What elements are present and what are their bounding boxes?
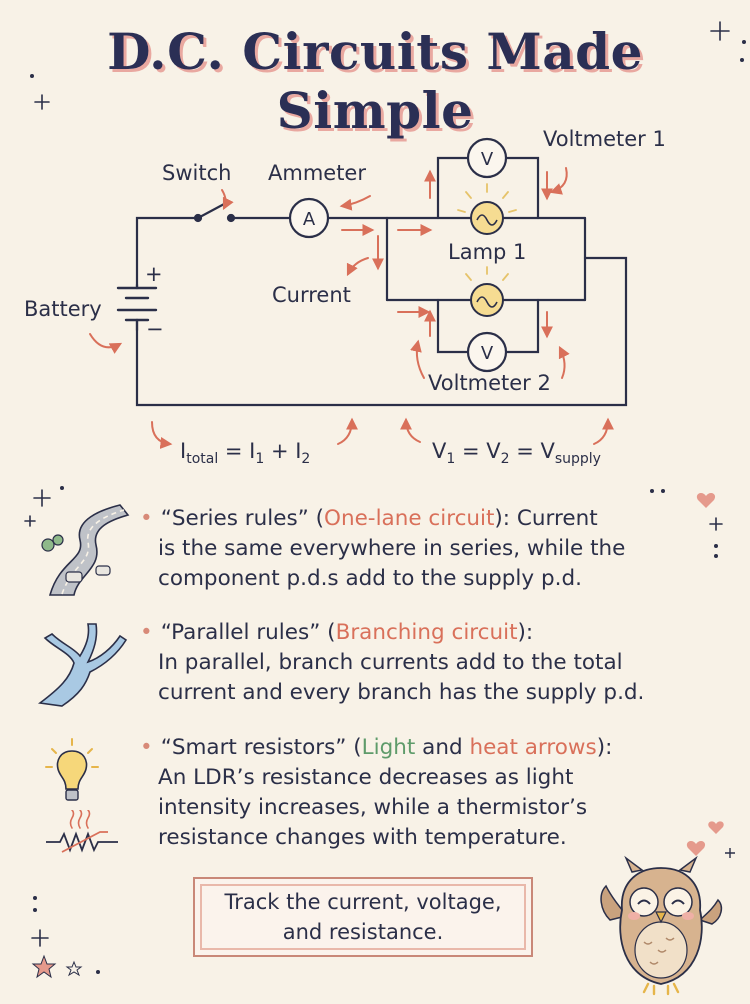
light-bulb-icon xyxy=(45,738,99,801)
circuit-diagram: + − A V V Switch Ammet xyxy=(24,127,666,467)
page-title: D.C. Circuits Made Simple xyxy=(107,22,643,140)
series-rule-highlight: One-lane circuit xyxy=(324,506,495,531)
voltmeter-2-letter: V xyxy=(481,343,494,364)
branching-tree-icon xyxy=(37,623,128,707)
switch-symbol xyxy=(193,201,236,223)
tip-line-1: Track the current, voltage, xyxy=(224,890,502,914)
battery-label: Battery xyxy=(24,297,102,321)
parallel-rule: •“Parallel rules” (Branching circuit): I… xyxy=(140,618,730,708)
ammeter-symbol xyxy=(288,197,330,239)
series-rule: •“Series rules” (One-lane circuit): Curr… xyxy=(140,504,730,594)
smart-resistors-title: “Smart resistors” xyxy=(160,735,347,760)
ammeter-label: Ammeter xyxy=(268,161,366,185)
voltmeter-1-symbol xyxy=(466,137,508,179)
switch-label: Switch xyxy=(162,161,231,185)
smart-resistors-rule: •“Smart resistors” (Light and heat arrow… xyxy=(140,733,730,853)
voltage-equation: V1 = V2 = Vsupply xyxy=(432,439,601,467)
lamp-1-label: Lamp 1 xyxy=(448,240,526,264)
voltmeter-1-letter: V xyxy=(481,149,494,170)
voltmeter-1-label: Voltmeter 1 xyxy=(543,127,666,151)
series-rule-line-3: component p.d.s add to the supply p.d. xyxy=(158,566,582,591)
summary-tip-box: Track the current, voltage, and resistan… xyxy=(193,877,533,957)
smart-resistors-line-4: resistance changes with temperature. xyxy=(158,825,567,850)
battery-minus-sign: − xyxy=(146,317,164,341)
parallel-rule-highlight: Branching circuit xyxy=(335,620,518,645)
battery-symbol xyxy=(116,283,158,332)
bullet-icon: • xyxy=(140,735,153,760)
series-rule-line-2: is the same everywhere in series, while … xyxy=(158,536,626,561)
annotation-arrows xyxy=(89,167,570,379)
tip-line-2: and resistance. xyxy=(282,920,444,944)
ammeter-letter: A xyxy=(303,209,316,230)
parallel-rule-title: “Parallel rules” xyxy=(160,620,321,645)
parallel-rule-line-2: In parallel, branch currents add to the … xyxy=(158,650,623,675)
smart-resistors-heat-highlight: heat arrows xyxy=(469,735,597,760)
current-label: Current xyxy=(272,283,351,307)
current-equation: Itotal = I1 + I2 xyxy=(180,439,310,467)
series-rule-title: “Series rules” xyxy=(160,506,309,531)
smart-resistors-line-3: intensity increases, while a thermistor’… xyxy=(158,795,588,820)
road-icon xyxy=(41,504,130,596)
lamp-1-symbol xyxy=(457,183,517,235)
battery-plus-sign: + xyxy=(145,262,163,286)
bullet-icon: • xyxy=(140,506,153,531)
lamp-2-symbol xyxy=(465,266,509,317)
voltmeter-2-symbol xyxy=(466,331,508,373)
thermistor-icon xyxy=(46,810,118,853)
voltmeter-2-label: Voltmeter 2 xyxy=(428,371,551,395)
bullet-icon: • xyxy=(140,620,153,645)
smart-resistors-light-highlight: Light xyxy=(361,735,416,760)
smart-resistors-line-2: An LDR’s resistance decreases as light xyxy=(158,765,574,790)
equation-arrows xyxy=(151,417,614,449)
owl-mascot-icon xyxy=(600,855,723,996)
parallel-rule-line-3: current and every branch has the supply … xyxy=(158,680,645,705)
